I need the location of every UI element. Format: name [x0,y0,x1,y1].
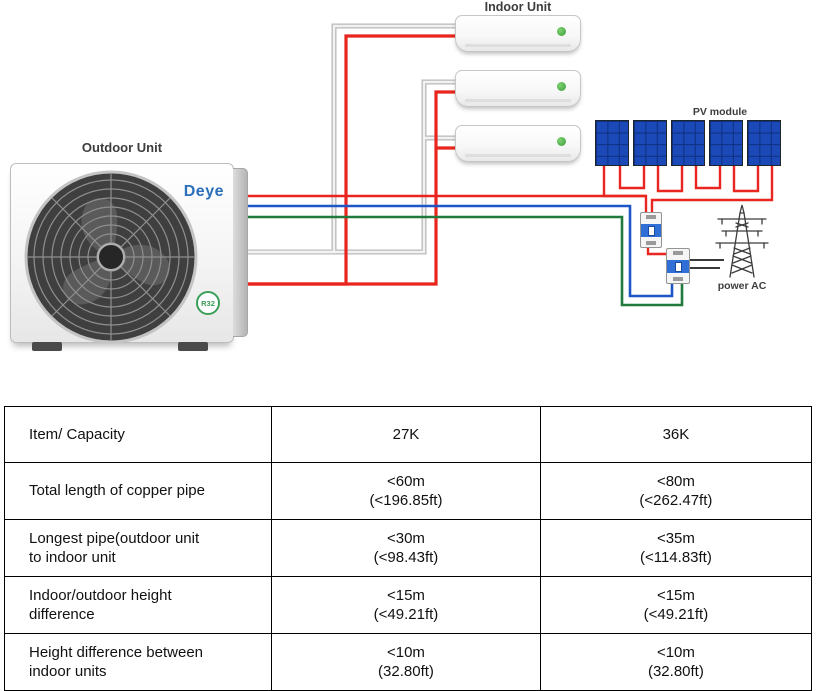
value-line: (32.80ft) [378,663,434,680]
table-row: Height difference between indoor units <… [3,633,813,691]
ac-wire-blue [238,204,674,298]
circuit-breaker-ac [666,248,690,284]
table-row: Longest pipe(outdoor unit to indoor unit… [3,519,813,577]
outdoor-unit-foot [32,342,62,351]
table-row: Total length of copper pipe <60m (<196.8… [3,462,813,520]
breaker-switch [667,260,689,273]
outdoor-unit-side-panel [233,168,248,337]
power-ac-label: power AC [717,280,767,292]
deye-logo: Deye [183,183,224,200]
breaker-terminal [646,241,656,245]
value-line: (<114.83ft) [639,549,712,566]
indoor-unit-vent [465,99,571,102]
pv-panel [747,120,781,166]
brand-mark-icon [557,27,566,36]
value-cell-27k: <60m (<196.85ft) [271,462,541,520]
col-header-36k: 36K [539,406,813,463]
ground-wire-green [238,215,684,307]
breaker-switch [641,224,661,237]
value-line: (<49.21ft) [643,606,709,623]
item-line: difference [29,606,95,623]
value-cell-27k: <10m (32.80ft) [271,633,541,691]
indoor-unit-vent [465,154,571,157]
value-cell-36k: <35m (<114.83ft) [539,519,813,577]
spec-table: Item/ Capacity 27K 36K Total length of c… [3,406,813,691]
value-line: <80m [656,472,695,490]
item-line: indoor units [29,663,107,680]
system-diagram: Outdoor Unit [10,0,781,351]
pv-dc-wires-red [238,166,774,256]
value-line: <10m [656,643,695,661]
value-cell-36k: <15m (<49.21ft) [539,576,813,634]
indoor-unit-vent [465,44,571,47]
pv-panel [595,120,629,166]
pv-panel [633,120,667,166]
pv-panel [671,120,705,166]
row-item-cell: Height difference between indoor units [3,633,273,691]
table-header-row: Item/ Capacity 27K 36K [3,406,813,463]
circuit-breaker-pv [640,212,662,248]
refrigerant-pipe-red [238,34,470,286]
indoor-unit-1 [455,15,581,52]
brand-mark-icon [557,82,566,91]
value-line: <15m [656,586,695,604]
col-header-item: Item/ Capacity [3,406,273,463]
indoor-unit-3 [455,125,581,162]
table-row: Indoor/outdoor height difference <15m (<… [3,576,813,634]
value-line: (32.80ft) [647,663,704,680]
breaker-terminal [673,277,683,281]
item-line: Indoor/outdoor height [29,586,172,604]
indoor-unit-label: Indoor Unit [484,0,552,14]
value-line: <60m [386,472,425,490]
value-cell-36k: <10m (32.80ft) [539,633,813,691]
outdoor-unit-foot [178,342,208,351]
row-item-cell: Total length of copper pipe [3,462,273,520]
col-header-27k: 27K [271,406,541,463]
fan-grille-icon [24,170,198,344]
value-line: (<98.43ft) [373,549,439,566]
indoor-unit-2 [455,70,581,107]
breaker-terminal [673,251,683,255]
value-cell-27k: <30m (<98.43ft) [271,519,541,577]
value-line: (<49.21ft) [373,606,439,623]
row-item-cell: Indoor/outdoor height difference [3,576,273,634]
r32-refrigerant-badge: R32 [196,291,220,315]
grid-wires-dark [690,259,724,269]
item-line: Height difference between [29,643,204,661]
pv-panel [709,120,743,166]
item-line: Longest pipe(outdoor unit [29,529,200,547]
value-line: <30m [386,529,425,547]
outdoor-unit: Deye R32 [10,163,248,351]
pv-array [595,120,781,166]
value-cell-36k: <80m (<262.47ft) [539,462,813,520]
item-line: Total length of copper pipe [29,482,205,500]
value-line: (<196.85ft) [369,492,443,509]
row-item-cell: Longest pipe(outdoor unit to indoor unit [3,519,273,577]
value-line: (<262.47ft) [639,492,713,509]
value-line: <15m [386,586,425,604]
breaker-toggle [648,226,655,236]
breaker-toggle [675,262,682,272]
breaker-terminal [646,215,656,219]
value-cell-27k: <15m (<49.21ft) [271,576,541,634]
pv-module-label: PV module [692,106,748,118]
value-line: <35m [656,529,695,547]
brand-mark-icon [557,137,566,146]
outdoor-unit-label: Outdoor Unit [81,140,163,155]
item-line: to indoor unit [29,549,116,566]
power-tower-icon [715,204,769,278]
value-line: <10m [386,643,425,661]
